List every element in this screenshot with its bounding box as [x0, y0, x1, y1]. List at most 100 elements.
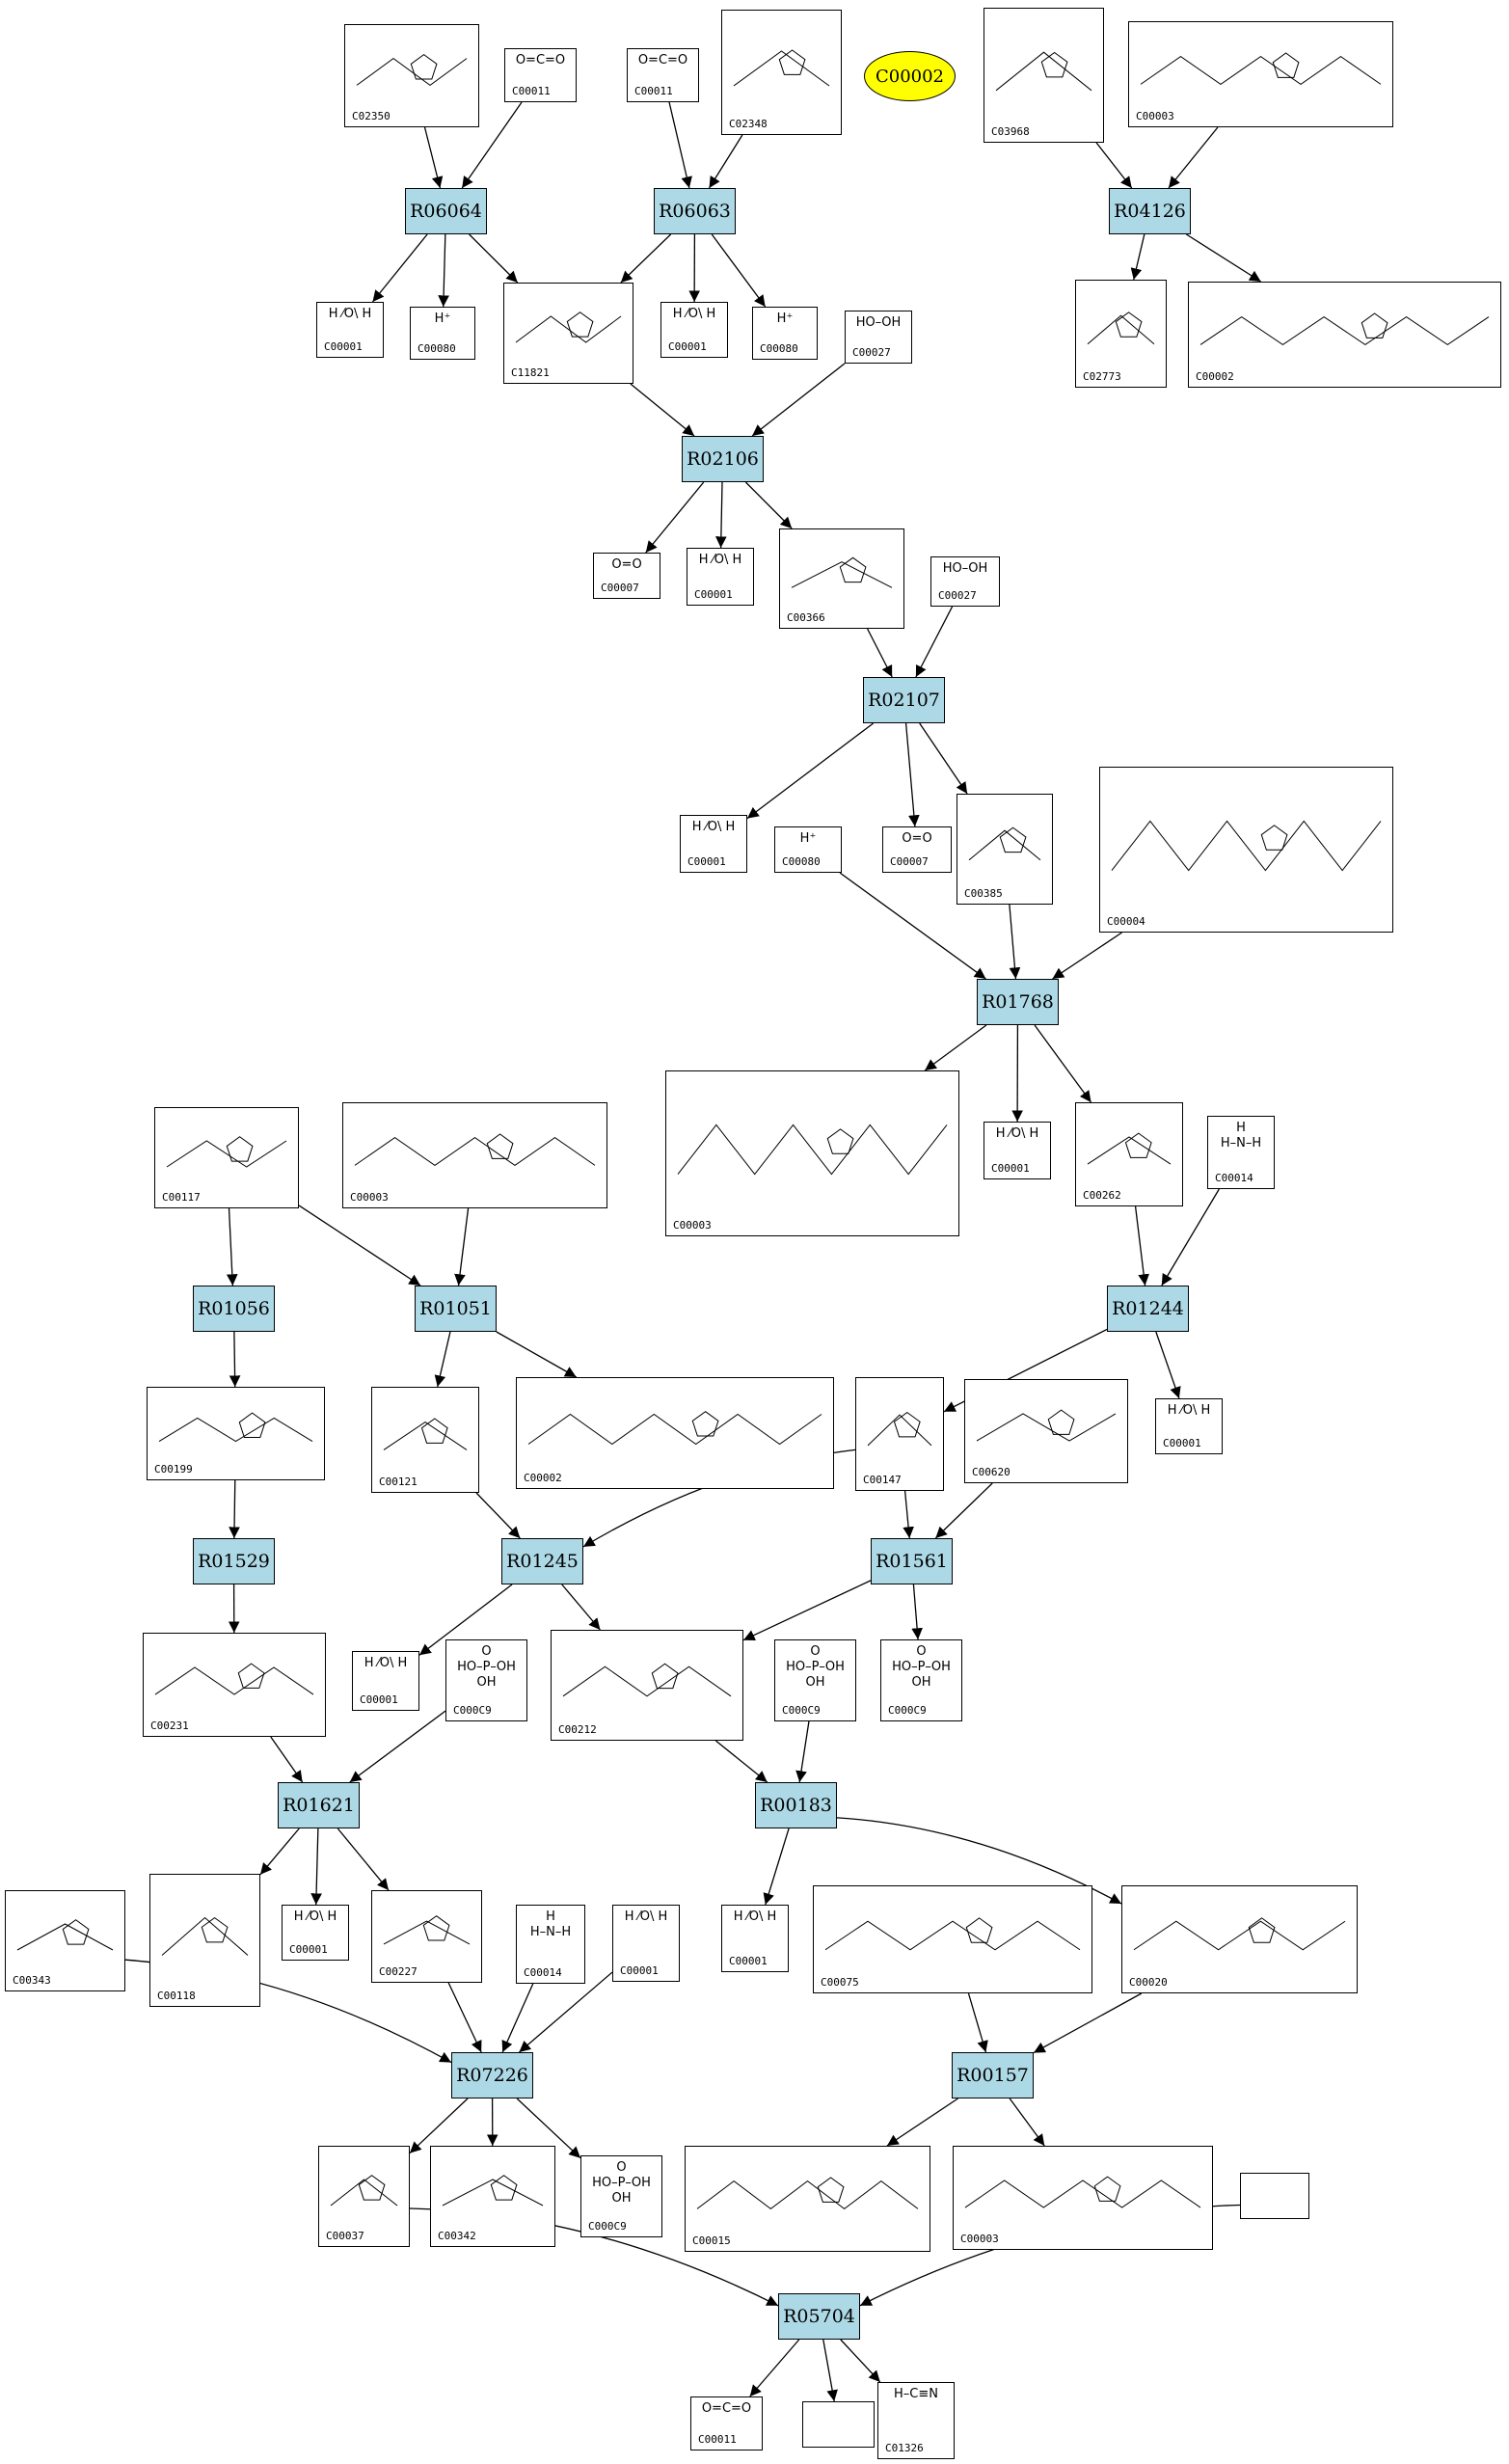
edge-c00117-R01056: [226, 1207, 238, 1286]
edge-R01245-c00001g: [418, 1584, 513, 1656]
compound-id-label: C00011: [634, 85, 673, 97]
reaction-node-r01244[interactable]: R01244: [1107, 1286, 1189, 1332]
reaction-node-r01051[interactable]: R01051: [415, 1286, 497, 1332]
structure-formula: O=O: [611, 557, 642, 572]
reaction-node-r05704[interactable]: R05704: [778, 2293, 860, 2340]
reaction-node-r01621[interactable]: R01621: [278, 1782, 360, 1828]
compound-node-c00080b[interactable]: H⁺C00080: [752, 307, 818, 360]
reaction-node-r04126[interactable]: R04126: [1109, 188, 1191, 234]
reaction-node-r06063[interactable]: R06063: [654, 188, 736, 234]
compound-node-c00080a[interactable]: H⁺C00080: [410, 307, 475, 360]
reaction-node-r01561[interactable]: R01561: [871, 1538, 953, 1584]
edge-R06063-c00080b: [711, 233, 767, 308]
edge-c00009b-R00183: [795, 1720, 810, 1783]
reaction-node-r01768[interactable]: R01768: [977, 979, 1059, 1025]
compound-node-c00003c[interactable]: C00003: [342, 1102, 607, 1208]
compound-id-label: C00003: [673, 1219, 712, 1232]
compound-node-c00118[interactable]: C00118: [149, 1874, 260, 2007]
compound-node-c00385[interactable]: C00385: [957, 794, 1053, 905]
compound-node-c00227[interactable]: C00227: [371, 1890, 482, 1983]
compound-node-c00212[interactable]: C00212: [551, 1630, 743, 1741]
compound-node-c00231[interactable]: C00231: [143, 1633, 326, 1737]
structure-drawing-icon: [330, 2175, 398, 2207]
structure-formula: O HO–P–OH OH: [892, 1644, 951, 1690]
reaction-node-r07226[interactable]: R07226: [451, 2052, 533, 2098]
compound-node-c00147[interactable]: C00147: [855, 1377, 944, 1491]
reaction-node-r00157[interactable]: R00157: [952, 2052, 1034, 2098]
edge-c00003c-R01051: [454, 1207, 470, 1286]
compound-node-c00015[interactable]: C00015: [685, 2146, 930, 2252]
compound-id-label: C00001: [687, 855, 726, 868]
edge-c02350-R06064: [423, 126, 444, 189]
compound-node-c00121[interactable]: C00121: [371, 1387, 479, 1493]
compound-id-label: C00262: [1083, 1189, 1121, 1202]
reaction-node-r00183[interactable]: R00183: [755, 1782, 837, 1828]
reaction-node-r02106[interactable]: R02106: [682, 436, 764, 482]
compound-node-c00620[interactable]: C00620: [964, 1379, 1128, 1483]
compound-node-c00002a[interactable]: C00002: [1188, 282, 1501, 388]
compound-node-c00075[interactable]: C00075: [813, 1885, 1092, 1993]
compound-node-empty1[interactable]: [1240, 2173, 1309, 2219]
compound-node-c02350[interactable]: C02350: [344, 24, 479, 127]
structure-formula: H–C≡N: [894, 2387, 938, 2401]
compound-node-c00037[interactable]: C00037: [318, 2146, 410, 2247]
compound-node-c00003a[interactable]: C00003: [1128, 21, 1393, 127]
compound-node-c00020[interactable]: C00020: [1121, 1885, 1358, 1993]
structure-drawing-icon: [356, 54, 468, 86]
compound-node-c00002b[interactable]: C00002: [516, 1377, 834, 1489]
compound-id-label: C00003: [960, 2233, 999, 2245]
compound-node-c00366[interactable]: C00366: [779, 528, 904, 629]
compound-node-c00343[interactable]: C00343: [5, 1890, 125, 1991]
reaction-node-r06064[interactable]: R06064: [405, 188, 487, 234]
compound-node-c00011b[interactable]: O=C=O C00011: [627, 48, 699, 102]
compound-node-c02773[interactable]: C02773: [1075, 280, 1167, 388]
reaction-node-r02107[interactable]: R02107: [863, 677, 945, 723]
compound-node-c00117[interactable]: C00117: [154, 1107, 299, 1208]
compound-node-c00199[interactable]: C00199: [147, 1387, 325, 1480]
compound-node-c00004[interactable]: C00004: [1099, 767, 1393, 933]
structure-formula: H ⁄O\ H: [1167, 1403, 1211, 1418]
compound-node-c03968[interactable]: C03968: [984, 8, 1104, 143]
compound-node-c11821[interactable]: C11821: [503, 283, 633, 384]
structure-formula: O=C=O: [637, 53, 688, 68]
compound-node-c00003b[interactable]: C00003: [665, 1070, 959, 1236]
reaction-node-r01245[interactable]: R01245: [501, 1538, 583, 1584]
edge-c00147-R01561: [903, 1490, 914, 1539]
compound-node-c00003d[interactable]: C00003: [953, 2146, 1213, 2250]
reaction-node-r01056[interactable]: R01056: [193, 1286, 275, 1332]
edge-R02106-c00007a: [645, 481, 705, 554]
edge-R00183-c00020: [836, 1817, 1122, 1905]
compound-node-empty2[interactable]: [802, 2401, 875, 2448]
structure-formula: H ⁄O\ H: [293, 1909, 337, 1924]
compound-node-c02348[interactable]: C02348: [721, 10, 842, 135]
highlight-compound-node[interactable]: C00002: [864, 51, 956, 101]
compound-node-c00342[interactable]: C00342: [430, 2146, 555, 2247]
compound-node-c00262[interactable]: C00262: [1075, 1102, 1183, 1206]
reaction-node-r01529[interactable]: R01529: [193, 1538, 275, 1584]
compound-id-label: C00011: [698, 2433, 737, 2446]
compound-node-c00080c[interactable]: H⁺C00080: [774, 826, 842, 873]
